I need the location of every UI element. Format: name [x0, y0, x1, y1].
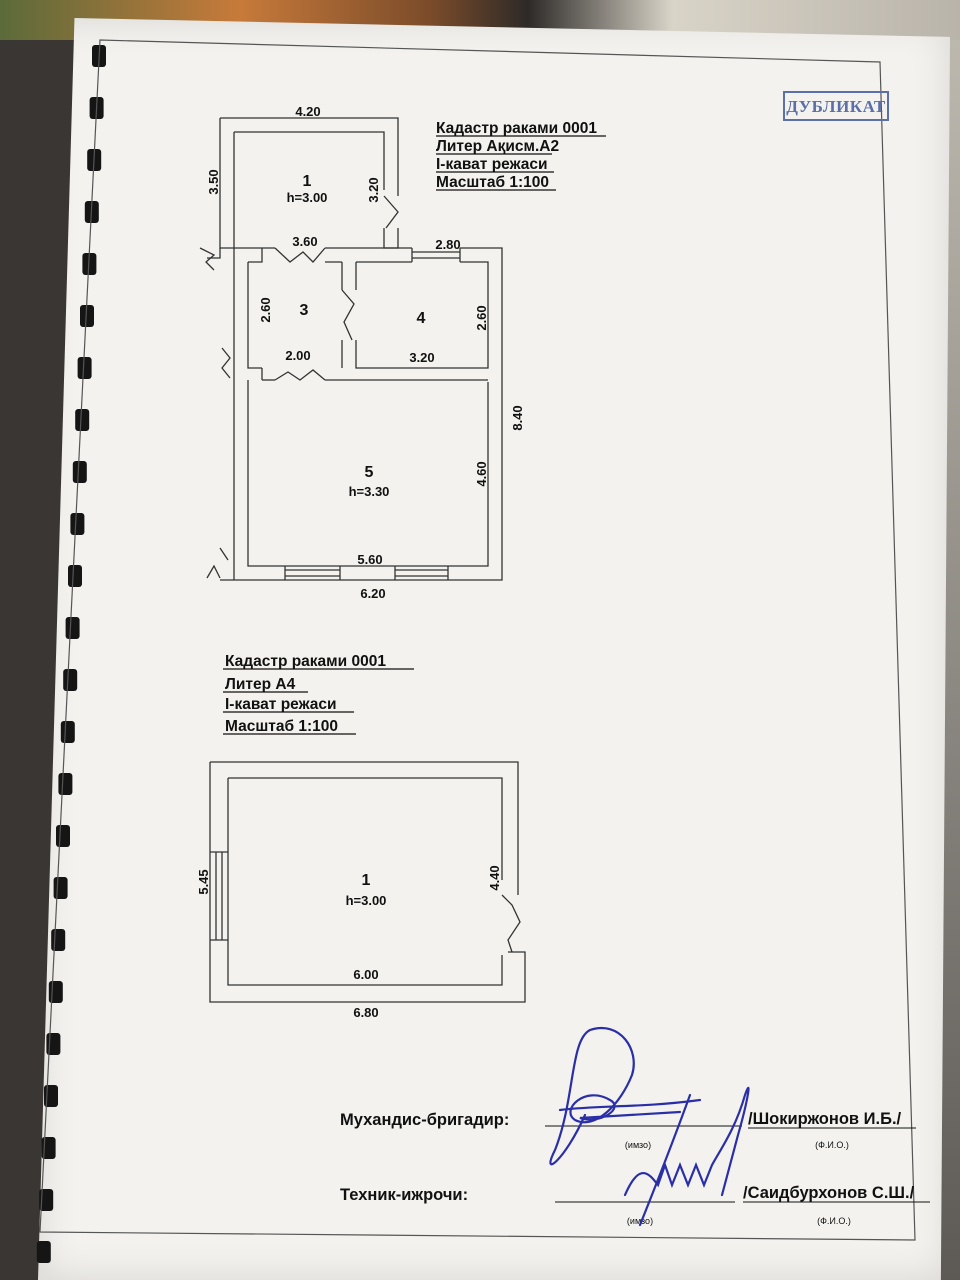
plan-a-scale: Масштаб 1:100 — [436, 174, 549, 191]
plan-b-room-number: 1 — [362, 872, 371, 889]
dim-room5-right: 4.60 — [474, 461, 489, 486]
room-5-height: h=3.30 — [349, 484, 390, 499]
room-5-number: 5 — [365, 464, 374, 481]
engineer-name-caption: (Ф.И.О.) — [815, 1140, 849, 1150]
plan-b-dimensions: 5.45 4.40 6.00 6.80 — [196, 865, 502, 1020]
binding-hole — [82, 253, 97, 275]
plan-a-walls — [199, 117, 503, 581]
plan-b-dim-outer-width: 6.80 — [353, 1005, 378, 1020]
duplicate-stamp: ДУБЛИКАТ — [786, 97, 886, 116]
dim-room4-bottom: 3.20 — [409, 350, 434, 365]
plan-b-room-height: h=3.00 — [346, 893, 387, 908]
plan-a-floor: I-кават режаси — [436, 156, 548, 173]
binding-hole — [68, 565, 82, 587]
binding-hole — [39, 1189, 54, 1211]
room-1-number: 1 — [303, 173, 312, 190]
plan-a-dimensions: 4.20 3.50 3.20 3.60 2.80 2.60 2.60 2.00 … — [206, 104, 525, 601]
dim-room1-right: 3.20 — [366, 177, 381, 202]
plan-b-cadastre: Кадастр раками 0001 — [225, 653, 386, 670]
plan-b-dim-right: 4.40 — [487, 865, 502, 890]
plan-b-scale: Масштаб 1:100 — [225, 718, 338, 735]
plan-a-rooms: 1 h=3.00 3 4 5 h=3.30 — [287, 173, 426, 499]
page-frame — [39, 39, 916, 1241]
binding-hole — [80, 305, 94, 327]
dim-room4-right: 2.60 — [474, 305, 489, 330]
binding-hole — [65, 617, 80, 639]
binding-hole — [77, 357, 92, 379]
dim-room1-left: 3.50 — [206, 169, 221, 194]
plan-a-cadastre: Кадастр раками 0001 — [436, 120, 597, 137]
plan-b-header: Кадастр раками 0001 Литер А4 I-кават реж… — [223, 653, 414, 735]
dim-room3-left: 2.60 — [258, 297, 273, 322]
technician-sign-caption: (имзо) — [627, 1216, 653, 1226]
plan-a-liter: Литер Ақисм.А2 — [436, 138, 559, 155]
plan-b-room: 1 h=3.00 — [346, 872, 387, 908]
technician-name-caption: (Ф.И.О.) — [817, 1216, 851, 1226]
binding-hole — [70, 513, 85, 535]
plan-b-liter: Литер А4 — [225, 676, 296, 693]
plan-b-walls — [209, 761, 526, 1003]
duplicate-stamp-border — [783, 91, 889, 121]
document-sheet — [38, 18, 950, 1280]
dim-room3-top: 3.60 — [292, 234, 317, 249]
dim-top-width: 4.20 — [295, 104, 320, 119]
dim-overall-width: 6.20 — [360, 586, 385, 601]
dim-overall-right: 8.40 — [510, 405, 525, 430]
engineer-signature — [549, 1027, 702, 1166]
plan-b-dim-left: 5.45 — [196, 869, 211, 894]
signature-block-technician: Техник-ижрочи: (имзо) /Саидбурхонов С.Ш.… — [340, 1184, 930, 1226]
plan-b-dim-inner-width: 6.00 — [353, 967, 378, 982]
room-3-number: 3 — [300, 302, 309, 319]
dim-room3-bottom: 2.00 — [285, 348, 310, 363]
binding-hole — [36, 1241, 51, 1263]
binding-hole — [75, 409, 90, 431]
technician-signature — [623, 1087, 750, 1227]
plan-b-floor: I-кават режаси — [225, 696, 337, 713]
binding-hole — [63, 669, 78, 691]
room-1-height: h=3.00 — [287, 190, 328, 205]
signature-block-engineer: Мухандис-бригадир: (имзо) /Шокиржонов И.… — [340, 1110, 916, 1150]
engineer-sign-caption: (имзо) — [625, 1140, 651, 1150]
engineer-role: Мухандис-бригадир: — [340, 1111, 509, 1129]
room-4-number: 4 — [417, 310, 426, 327]
dim-room5-inner-width: 5.60 — [357, 552, 382, 567]
technician-name: /Саидбурхонов С.Ш./ — [743, 1184, 915, 1202]
technician-role: Техник-ижрочи: — [340, 1186, 468, 1204]
binding-hole — [72, 461, 87, 483]
dim-room4-top: 2.80 — [435, 237, 460, 252]
plan-a-header: Кадастр раками 0001 Литер Ақисм.А2 I-кав… — [436, 120, 606, 191]
engineer-name: /Шокиржонов И.Б./ — [748, 1110, 902, 1128]
